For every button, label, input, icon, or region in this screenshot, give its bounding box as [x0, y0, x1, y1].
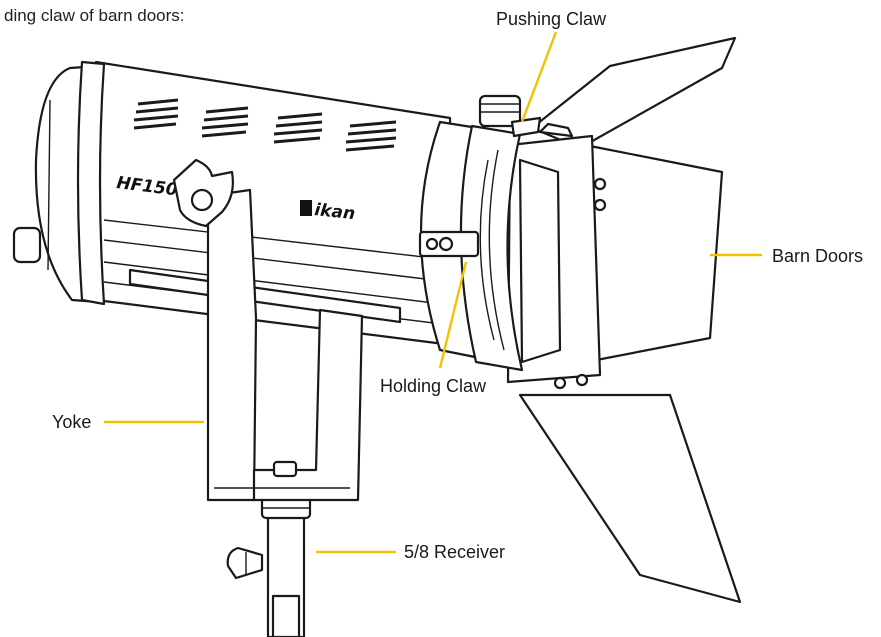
holding-claw-label: Holding Claw	[380, 376, 487, 396]
cooling-vents	[133, 98, 397, 152]
barn-doors	[506, 36, 742, 604]
brand-text: ikan	[313, 200, 356, 224]
light-body: HF150 ikan	[12, 60, 454, 347]
holding-claw-leader	[438, 261, 468, 369]
yoke-label: Yoke	[52, 412, 91, 432]
brand-logo-icon	[300, 200, 312, 216]
pushing-claw-label: Pushing Claw	[496, 9, 607, 29]
yoke	[172, 158, 364, 502]
light-stand	[226, 490, 312, 637]
barn-doors-label: Barn Doors	[772, 246, 863, 266]
caption-text: ding claw of barn doors:	[4, 6, 185, 25]
receiver-label: 5/8 Receiver	[404, 542, 505, 562]
pushing-claw-leader	[520, 31, 558, 123]
callout-leaders	[104, 31, 762, 554]
fresnel-head	[418, 94, 542, 372]
